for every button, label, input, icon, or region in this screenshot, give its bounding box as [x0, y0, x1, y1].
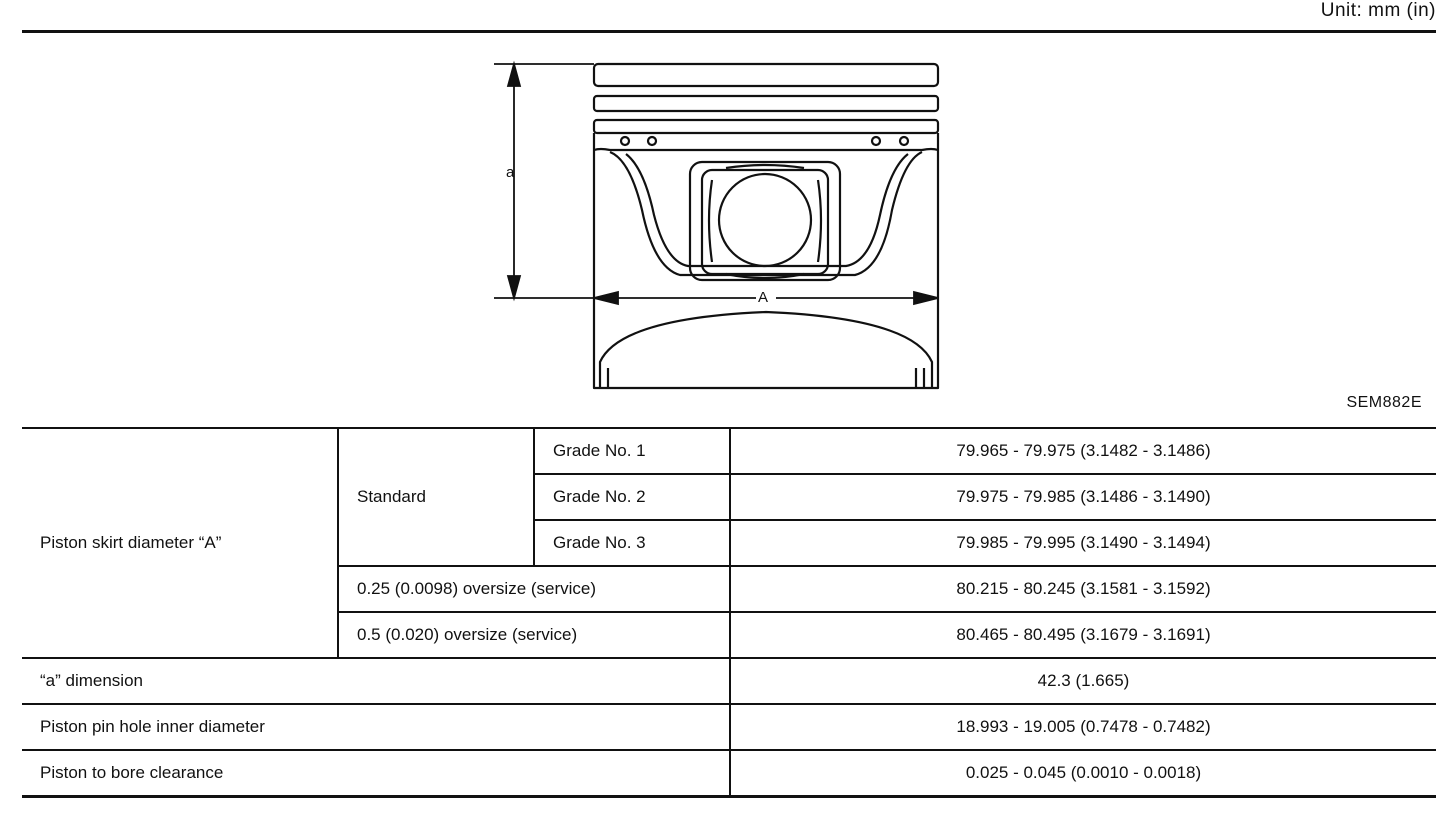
pin-boss-outer: [688, 160, 842, 282]
dim-A-arrow-right: [913, 290, 939, 306]
pin-boss-slot-left: [707, 179, 714, 263]
oversize-label: 0.25 (0.0098) oversize (service): [337, 565, 730, 612]
spec-label: Piston pin hole inner diameter: [22, 703, 730, 750]
oversize-value: 80.215 - 80.245 (3.1581 - 3.1592): [729, 565, 1436, 612]
pin-boss-top: [725, 163, 805, 170]
table-row: 0.25 (0.0098) oversize (service) 80.215 …: [22, 565, 1436, 612]
figure-code: SEM882E: [1346, 394, 1422, 411]
table-row: Grade No. 3 79.985 - 79.995 (3.1490 - 3.…: [22, 519, 1436, 566]
piston-ring-land-2: [592, 94, 940, 113]
dim-label-A: A: [758, 289, 768, 306]
spec-value: 0.025 - 0.045 (0.0010 - 0.0018): [729, 749, 1436, 798]
table-row: 0.5 (0.020) oversize (service) 80.465 - …: [22, 611, 1436, 658]
piston-spec-table: Piston skirt diameter “A” Standard Grade…: [22, 427, 1436, 798]
table-row: Piston pin hole inner diameter 18.993 - …: [22, 703, 1436, 750]
dim-a-arrow-top: [506, 60, 522, 87]
piston-ring-land-3: [592, 118, 940, 135]
pin-boss-inner: [700, 168, 830, 276]
table-row: Piston to bore clearance 0.025 - 0.045 (…: [22, 749, 1436, 798]
grade-value: 79.985 - 79.995 (3.1490 - 3.1494): [729, 519, 1436, 566]
top-rule: [22, 30, 1436, 33]
oversize-label: 0.5 (0.020) oversize (service): [337, 611, 730, 658]
spec-label: “a” dimension: [22, 657, 730, 704]
spec-label: Piston to bore clearance: [22, 749, 730, 798]
grade-label: Grade No. 1: [533, 427, 730, 474]
piston-body-outline: [592, 133, 940, 390]
grade-value: 79.965 - 79.975 (3.1482 - 3.1486): [729, 427, 1436, 474]
spec-value: 18.993 - 19.005 (0.7478 - 0.7482): [729, 703, 1436, 750]
oil-hole: [646, 135, 658, 147]
oil-hole: [870, 135, 882, 147]
pin-boss-slot-right: [816, 179, 823, 263]
table-row: Grade No. 2 79.975 - 79.985 (3.1486 - 3.…: [22, 473, 1436, 520]
spec-value: 42.3 (1.665): [729, 657, 1436, 704]
oil-hole: [619, 135, 631, 147]
grade-value: 79.975 - 79.985 (3.1486 - 3.1490): [729, 473, 1436, 520]
pin-boss-bottom: [725, 272, 805, 280]
dim-label-a: a: [506, 164, 515, 181]
grade-label: Grade No. 2: [533, 473, 730, 520]
oil-hole: [898, 135, 910, 147]
skirt-lower-arc: [598, 310, 934, 388]
dim-A-arrow-left: [593, 290, 619, 306]
standard-label: Standard: [337, 427, 534, 566]
piston-pin-hole: [717, 172, 813, 268]
oversize-value: 80.465 - 80.495 (3.1679 - 3.1691): [729, 611, 1436, 658]
table-row: Piston skirt diameter “A” Standard Grade…: [22, 427, 1436, 658]
piston-shoulder: [593, 147, 939, 152]
piston-diagram: a A: [494, 60, 940, 390]
skirt-diameter-label: Piston skirt diameter “A”: [22, 427, 338, 658]
piston-ring-land-1: [592, 62, 940, 88]
dim-a-arrow-bottom: [506, 275, 522, 302]
table-row: “a” dimension 42.3 (1.665): [22, 657, 1436, 704]
unit-label: Unit: mm (in): [1320, 0, 1436, 21]
grade-label: Grade No. 3: [533, 519, 730, 566]
